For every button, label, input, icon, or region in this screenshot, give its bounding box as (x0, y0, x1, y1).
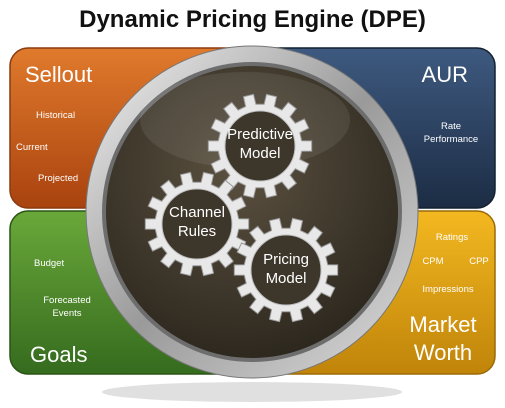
channel-rules-label-line2: Rules (178, 223, 216, 240)
channel-rules-gear-icon (144, 171, 250, 277)
predictive-model-label-line1: Predictive (227, 126, 293, 143)
pricing-model-label-line2: Model (266, 270, 307, 287)
gear-hole (250, 234, 322, 306)
market-worth-label-line1: Market (409, 312, 476, 337)
market-worth-item-ratings: Ratings (436, 232, 468, 243)
goals-label: Goals (30, 342, 87, 367)
aur-item-rate: Rate (441, 121, 461, 132)
market-worth-item-cpp: CPP (469, 256, 489, 267)
pricing-model-gear-icon (233, 217, 339, 323)
sellout-label: Sellout (25, 62, 92, 87)
aur-item-performance: Performance (424, 134, 478, 145)
market-worth-label-line2: Worth (414, 340, 472, 365)
goals-item-events: Events (52, 308, 81, 319)
aur-label: AUR (422, 62, 468, 87)
predictive-model-label-line2: Model (240, 145, 281, 162)
pricing-model-label-line1: Pricing (263, 251, 309, 268)
sellout-item-historical: Historical (36, 110, 75, 121)
predictive-model-gear-icon (207, 93, 313, 199)
market-worth-item-cpm: CPM (422, 256, 443, 267)
channel-rules-label-line1: Channel (169, 204, 225, 221)
gear-hole (224, 110, 296, 182)
sellout-item-projected: Projected (38, 173, 78, 184)
gear-hole (161, 188, 233, 260)
hub-shadow (102, 382, 402, 402)
market-worth-item-impressions: Impressions (422, 284, 473, 295)
goals-item-forecasted: Forecasted (43, 295, 91, 306)
diagram-title: Dynamic Pricing Engine (DPE) (79, 6, 426, 33)
goals-item-budget: Budget (34, 258, 64, 269)
sellout-item-current: Current (16, 142, 48, 153)
